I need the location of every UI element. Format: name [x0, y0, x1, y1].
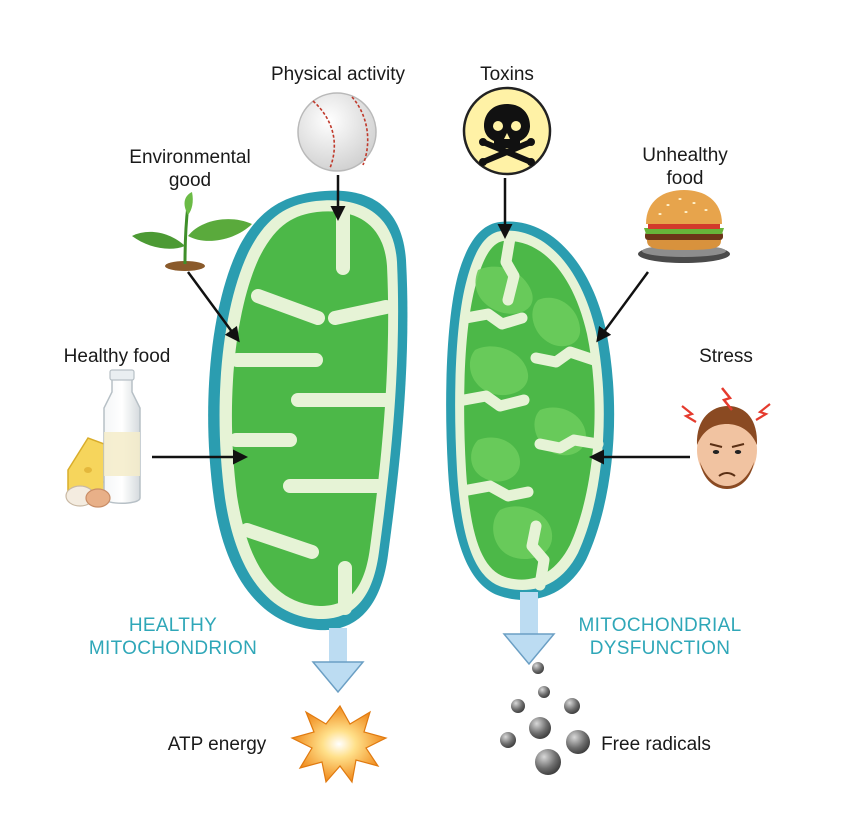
title-healthy-line1: HEALTHY	[128, 615, 218, 636]
label-atp-energy: ATP energy	[167, 734, 267, 755]
label-free-radicals: Free radicals	[601, 734, 711, 755]
free-radical-sphere	[566, 730, 590, 754]
input-arrows	[152, 175, 690, 465]
label-stress: Stress	[699, 346, 753, 367]
burger-icon	[638, 190, 730, 263]
plant-icon	[132, 192, 252, 271]
output-arrow-healthy	[311, 628, 365, 694]
title-healthy-line2: MITOCHONDRION	[88, 638, 258, 659]
title-dysfunction-line1: MITOCHONDRIAL	[578, 615, 742, 636]
title-mitochondrial-dysfunction: MITOCHONDRIAL DYSFUNCTION	[560, 614, 760, 660]
free-radical-sphere	[511, 699, 525, 713]
free-radicals-cluster	[500, 662, 590, 775]
label-unhealthy-food: Unhealthy food	[626, 144, 744, 190]
label-healthy-food: Healthy food	[63, 346, 171, 367]
healthy-food-icon	[65, 369, 141, 508]
atp-energy-burst-icon	[290, 704, 388, 784]
free-radical-sphere	[529, 717, 551, 739]
title-dysfunction-line2: DYSFUNCTION	[589, 638, 731, 659]
label-unhealthy-food-line1: Unhealthy	[642, 145, 728, 166]
free-radical-sphere	[564, 698, 580, 714]
baseball-icon	[297, 92, 377, 172]
label-environmental-good: Environmental good	[102, 146, 278, 192]
dysfunctional-mitochondrion	[446, 221, 615, 600]
free-radical-sphere	[500, 732, 516, 748]
arrow-unhealthy-food	[596, 271, 650, 343]
free-radical-sphere	[535, 749, 561, 775]
label-unhealthy-food-line2: food	[666, 168, 704, 189]
skull-icon	[462, 86, 552, 176]
label-environmental-good-line1: Environmental	[129, 147, 251, 168]
healthy-mitochondrion	[208, 190, 408, 631]
arrow-environmental-good	[186, 271, 240, 343]
output-arrow-dysfunction	[502, 592, 556, 666]
label-toxins: Toxins	[480, 64, 534, 85]
free-radical-sphere	[538, 686, 550, 698]
free-radical-sphere	[532, 662, 544, 674]
label-physical-activity: Physical activity	[270, 64, 406, 85]
stressed-face-icon	[681, 387, 771, 489]
title-healthy-mitochondrion: HEALTHY MITOCHONDRION	[70, 614, 276, 660]
label-environmental-good-line2: good	[168, 170, 212, 191]
